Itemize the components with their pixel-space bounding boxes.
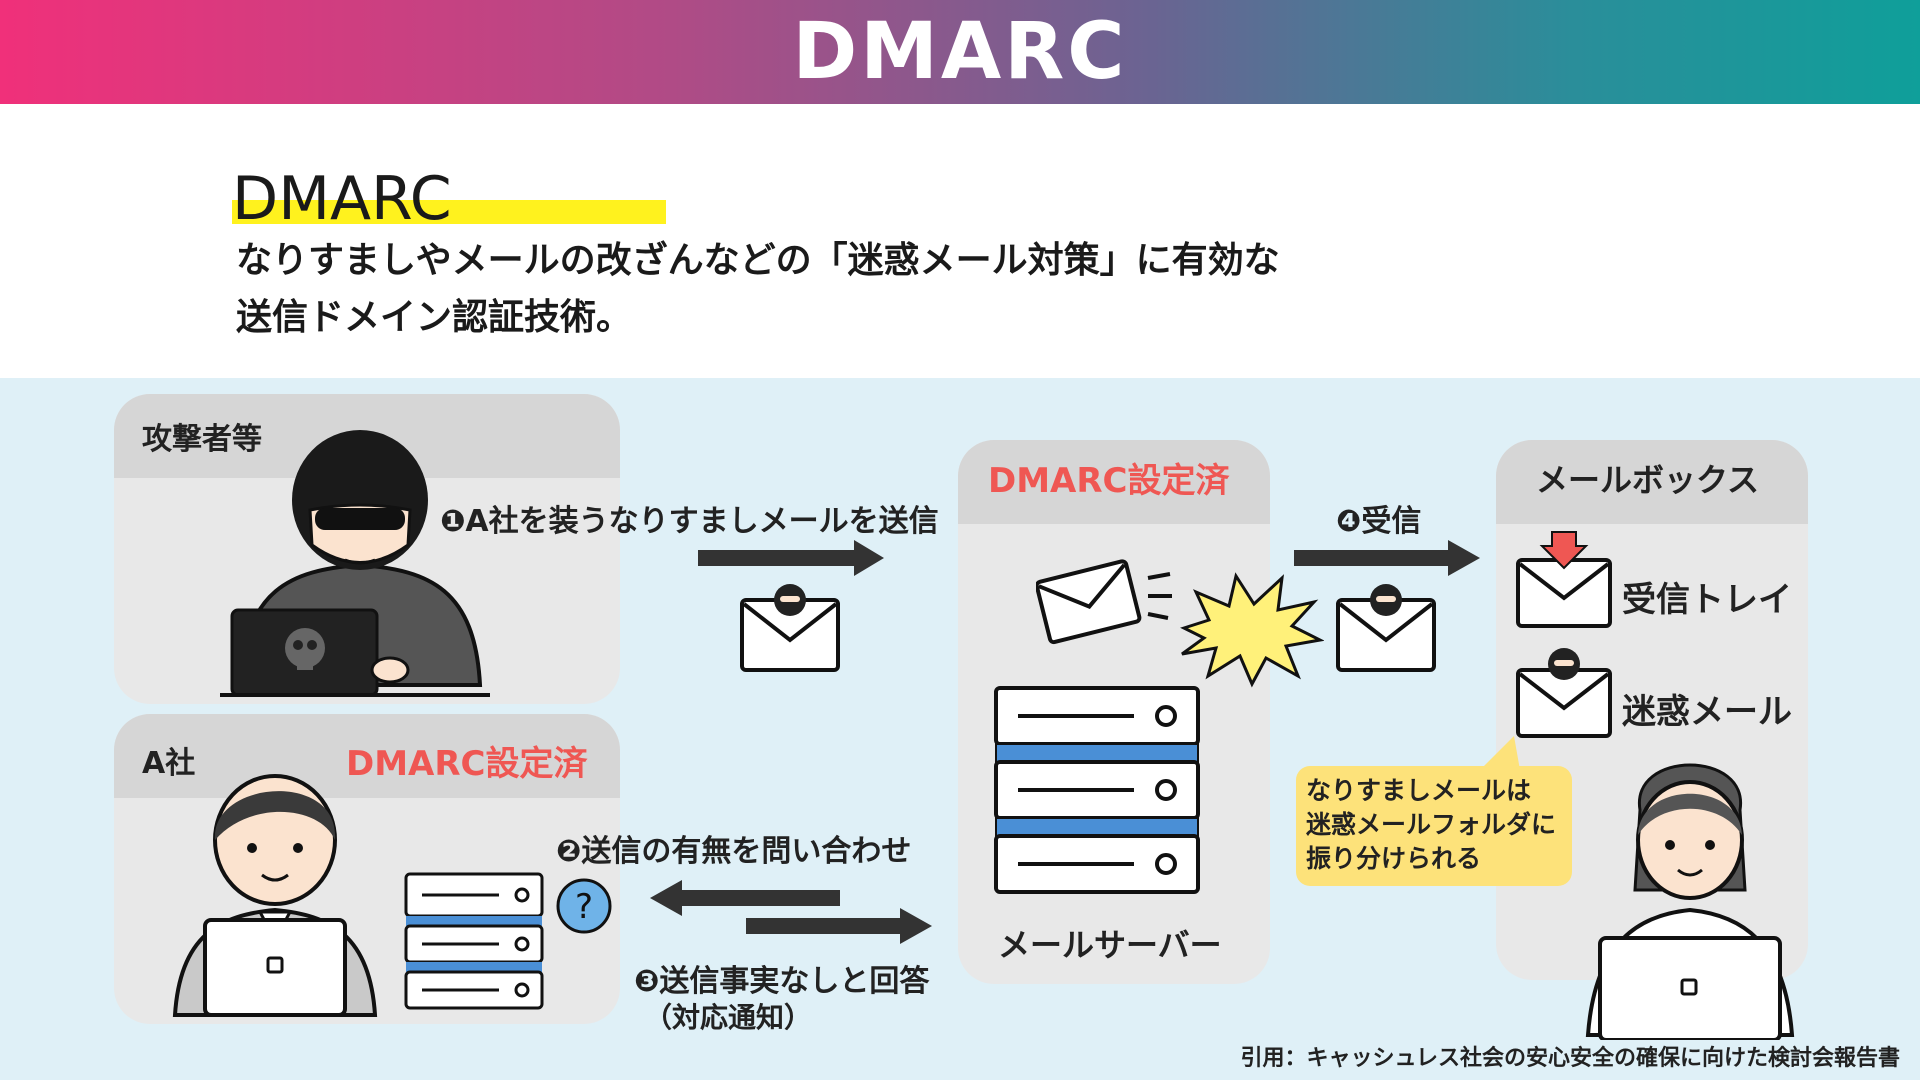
spoofed-mail-icon-2	[1336, 584, 1436, 672]
attacker-label: 攻撃者等	[142, 422, 262, 457]
server-label: メールサーバー	[998, 926, 1222, 964]
step1-arrow	[698, 540, 884, 576]
note-bubble	[1296, 766, 1572, 886]
citation: 引用：キャッシュレス社会の安心安全の確保に向けた検討会報告書	[1240, 1046, 1900, 1071]
mailbox-label: メールボックス	[1536, 461, 1760, 499]
alert-burst-icon	[1180, 572, 1324, 688]
mail-server-icon	[994, 686, 1200, 894]
note-line-3: 振り分けられる	[1306, 844, 1482, 873]
note-pointer	[1480, 736, 1520, 770]
definition-line-1: なりすましやメールの改ざんなどの「迷惑メール対策」に有効な	[236, 240, 1280, 281]
server-dmarc-status: DMARC設定済	[988, 461, 1230, 501]
svg-text:?: ?	[575, 887, 593, 927]
step4-arrow	[1294, 540, 1480, 576]
spam-mail-icon	[1516, 648, 1612, 738]
step1-label: ❶A社を装うなりすましメールを送信	[440, 504, 939, 539]
spoofed-mail-icon-1	[740, 584, 840, 672]
note-line-2: 迷惑メールフォルダに	[1306, 810, 1557, 839]
company-label: A社	[142, 746, 196, 781]
step2-label: ❷送信の有無を問い合わせ	[556, 834, 912, 869]
header-banner	[0, 0, 1920, 104]
hacker-icon	[220, 430, 490, 697]
company-server-icon	[404, 872, 544, 1010]
question-icon: ?	[556, 878, 612, 934]
inbox-mail-icon	[1516, 531, 1612, 628]
spam-label: 迷惑メール	[1622, 692, 1792, 732]
user-woman-icon	[1585, 763, 1795, 1040]
page-title: DMARC	[792, 7, 1128, 97]
company-dmarc-status: DMARC設定済	[346, 744, 588, 784]
step2-arrow	[650, 880, 840, 916]
office-worker-icon	[172, 774, 378, 1017]
step4-label: ❹受信	[1336, 504, 1422, 539]
term-highlight	[232, 200, 666, 224]
inbox-label: 受信トレイ	[1622, 580, 1792, 620]
definition-line-2: 送信ドメイン認証技術。	[236, 297, 633, 338]
step3-label: ❸送信事実なしと回答	[634, 964, 930, 999]
incoming-mail-icon	[1036, 559, 1172, 645]
term-heading: DMARC	[232, 164, 452, 234]
step3-sublabel: （対応通知）	[644, 1001, 813, 1034]
note-line-1: なりすましメールは	[1306, 776, 1532, 805]
step3-arrow	[746, 908, 932, 944]
